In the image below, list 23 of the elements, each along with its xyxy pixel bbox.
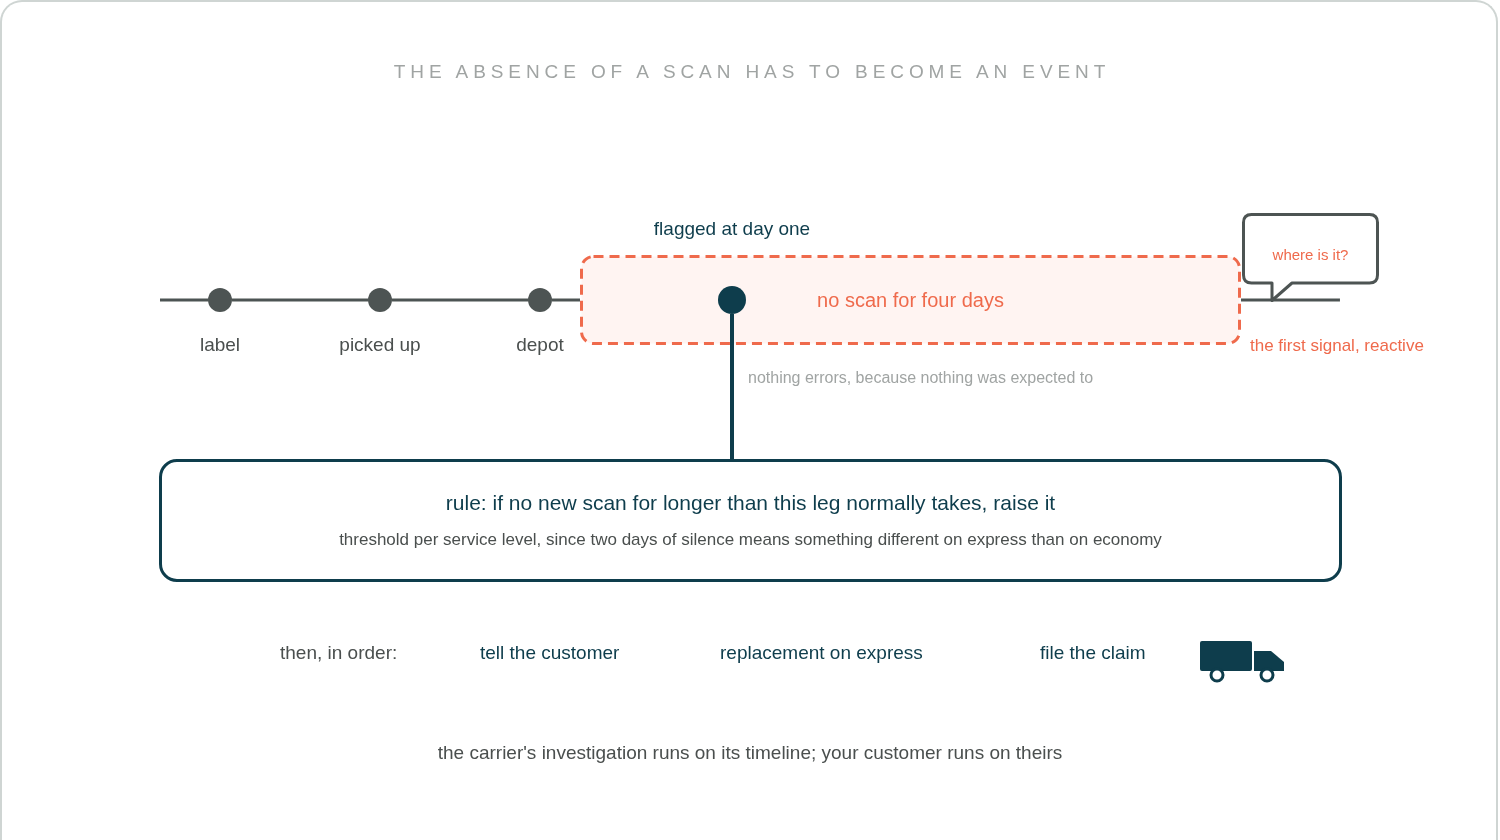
step-label: file the claim [1040,641,1146,665]
rule-heading: rule: if no new scan for longer than this leg normally takes, raise it [445,490,1056,516]
connector-line [730,314,734,459]
step-label: replacement on express [720,641,923,665]
gap-label: no scan for four days [817,288,1004,312]
event-label: flagged at day one [653,217,811,241]
milestone-label: picked up [339,333,421,357]
timeline-line [160,298,208,302]
rule-detail: threshold per service level, since two days of silence means something different on express than on economy [339,530,1162,551]
annotation-text: the first signal, reactive [1250,335,1424,357]
diagram-title: THE ABSENCE OF A SCAN HAS TO BECOME AN EVENT [393,60,1111,84]
bubble-text: where is it? [1272,246,1349,264]
timeline-line [392,298,528,302]
timeline-line [232,298,368,302]
dashed-highlight-box [580,255,1241,345]
milestone-label: label [199,333,241,357]
milestone-label: depot [516,333,564,357]
annotation-text: nothing errors, because nothing was expected to [748,368,1094,388]
timeline-line [552,298,580,302]
footnote-text: the carrier's investigation runs on its timeline; your customer runs on theirs [437,741,1063,765]
step-label: tell the customer [480,641,620,665]
intro-label: then, in order: [280,641,398,665]
timeline-line [1241,298,1340,302]
